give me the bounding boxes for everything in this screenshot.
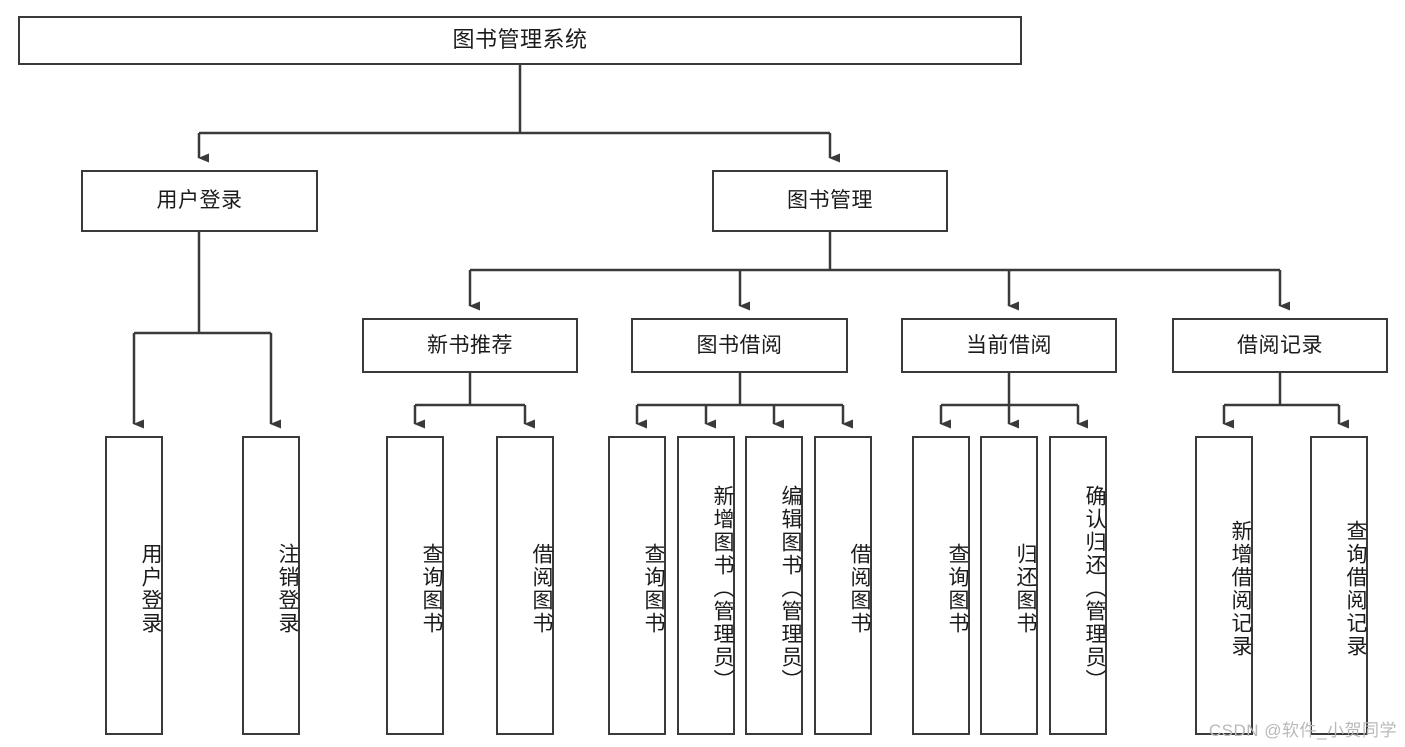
node-label: 借阅记录 (1237, 333, 1323, 357)
node-label: 图书管理 (787, 189, 873, 213)
node-label: 图书管理系统 (452, 27, 588, 53)
node-label: 查询借阅记录 (1344, 519, 1367, 658)
watermark-text: CSDN @软件_小贺同学 (1208, 721, 1397, 740)
leaf-current-return-book[interactable]: 归还图书 (980, 436, 1038, 735)
leaf-borrow-query-book[interactable]: 查询图书 (608, 436, 666, 735)
leaf-new-book-query[interactable]: 查询图书 (386, 436, 444, 735)
node-label: 新增图书（管理员） (711, 485, 734, 692)
node-label: 注销登录 (276, 542, 299, 635)
leaf-records-query-record[interactable]: 查询借阅记录 (1310, 436, 1368, 735)
node-label: 归还图书 (1014, 542, 1037, 635)
node-label: 新增借阅记录 (1229, 519, 1252, 658)
leaf-borrow-borrow-book[interactable]: 借阅图书 (814, 436, 872, 735)
leaf-user-login-logout[interactable]: 注销登录 (242, 436, 300, 735)
node-book-management[interactable]: 图书管理 (712, 170, 948, 232)
node-label: 查询图书 (420, 542, 443, 635)
node-current-borrow[interactable]: 当前借阅 (901, 318, 1117, 373)
node-label: 当前借阅 (966, 333, 1052, 357)
leaf-new-book-borrow[interactable]: 借阅图书 (496, 436, 554, 735)
node-book-borrow[interactable]: 图书借阅 (631, 318, 848, 373)
leaf-user-login-login[interactable]: 用户登录 (105, 436, 163, 735)
node-label: 查询图书 (946, 542, 969, 635)
node-label: 用户登录 (156, 189, 243, 213)
node-root-system[interactable]: 图书管理系统 (18, 16, 1022, 65)
node-label: 查询图书 (642, 542, 665, 635)
leaf-records-add-record[interactable]: 新增借阅记录 (1195, 436, 1253, 735)
node-label: 借阅图书 (848, 542, 871, 635)
leaf-borrow-add-book-admin[interactable]: 新增图书（管理员） (677, 436, 735, 735)
node-label: 用户登录 (139, 542, 162, 635)
node-borrow-records[interactable]: 借阅记录 (1172, 318, 1388, 373)
node-label: 图书借阅 (696, 333, 783, 357)
node-user-login[interactable]: 用户登录 (81, 170, 318, 232)
leaf-current-confirm-return-admin[interactable]: 确认归还（管理员） (1049, 436, 1107, 735)
node-new-book-recommend[interactable]: 新书推荐 (362, 318, 578, 373)
node-label: 借阅图书 (530, 542, 553, 635)
node-label: 确认归还（管理员） (1083, 485, 1106, 692)
node-label: 编辑图书（管理员） (779, 485, 802, 692)
node-label: 新书推荐 (427, 333, 513, 357)
leaf-current-query-book[interactable]: 查询图书 (912, 436, 970, 735)
leaf-borrow-edit-book-admin[interactable]: 编辑图书（管理员） (745, 436, 803, 735)
